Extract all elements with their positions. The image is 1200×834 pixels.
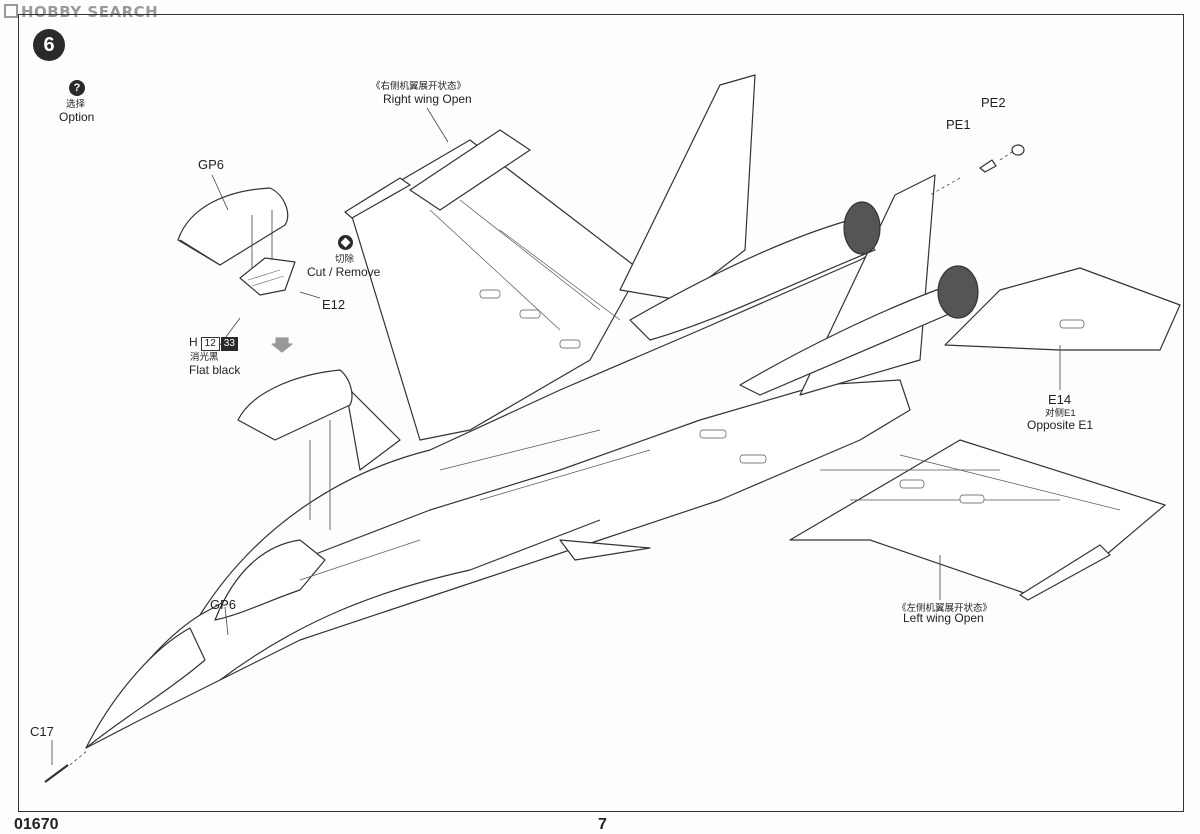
part-label-pe2: PE2	[981, 95, 1006, 110]
tailplane-e14	[944, 267, 1181, 351]
left-wing-label-cn: 《左侧机翼展开状态》	[897, 603, 993, 614]
right-wing-label-en: Right wing Open	[383, 92, 472, 106]
right-wing-label-cn: 《右侧机翼展开状态》	[371, 81, 467, 92]
part-label-pe1: PE1	[946, 117, 971, 132]
access-panels	[479, 289, 1085, 504]
canopy	[214, 539, 326, 621]
watermark: HOBBY SEARCH	[4, 3, 158, 21]
paint-label-cn: 消光黑	[190, 352, 219, 363]
part-e12	[239, 257, 296, 296]
paint-letter: H	[189, 335, 198, 349]
cut-icon	[338, 235, 353, 250]
step-number-badge: 6	[33, 29, 65, 61]
radome	[85, 627, 206, 749]
paint-code-2: 33	[220, 337, 238, 351]
canopy-part-top	[177, 187, 289, 266]
part-label-gp6-top: GP6	[198, 157, 225, 172]
right-wing-fold	[409, 129, 531, 211]
engine-nacelle-1	[629, 219, 876, 341]
engine-nozzle-1	[843, 201, 881, 255]
part-pe1	[979, 159, 997, 173]
option-icon: ?	[69, 80, 85, 96]
cut-label-cn: 切除	[335, 254, 355, 265]
arrow-down-icon	[271, 337, 293, 353]
part-label-e14: E14	[1048, 392, 1072, 407]
part-c17	[44, 764, 69, 783]
left-wing-label-en: Left wing Open	[903, 611, 984, 625]
cut-label-en: Cut / Remove	[307, 265, 381, 279]
part-pe2	[1011, 144, 1025, 156]
canopy-part-painted	[237, 369, 353, 441]
panel-lines	[299, 199, 1121, 581]
ventral-fin-1	[559, 539, 651, 561]
engine-nozzle-2	[937, 265, 979, 319]
page-frame	[18, 14, 1184, 812]
fuselage-side	[219, 519, 601, 681]
page-number: 7	[598, 816, 607, 833]
fuselage-spine	[199, 219, 931, 616]
left-wing	[789, 439, 1166, 596]
opposite-label-en: Opposite E1	[1027, 418, 1094, 432]
product-code: 01670	[14, 816, 59, 833]
leader-lines	[51, 107, 1061, 766]
fuselage-outline	[85, 379, 911, 749]
paint-label-en: Flat black	[189, 363, 241, 377]
opposite-label-cn: 对侧E1	[1045, 408, 1076, 419]
right-wing-missile-rail	[344, 177, 411, 219]
part-label-gp6-nose: GP6	[210, 597, 237, 612]
left-wing-tip	[1019, 544, 1111, 601]
ventral-fin-2	[344, 384, 401, 471]
option-label-en: Option	[59, 110, 95, 124]
option-label-cn: 选择	[66, 99, 86, 110]
part-label-e12: E12	[322, 297, 346, 312]
paint-code-1: 12	[200, 337, 220, 351]
part-label-c17: C17	[30, 724, 54, 739]
